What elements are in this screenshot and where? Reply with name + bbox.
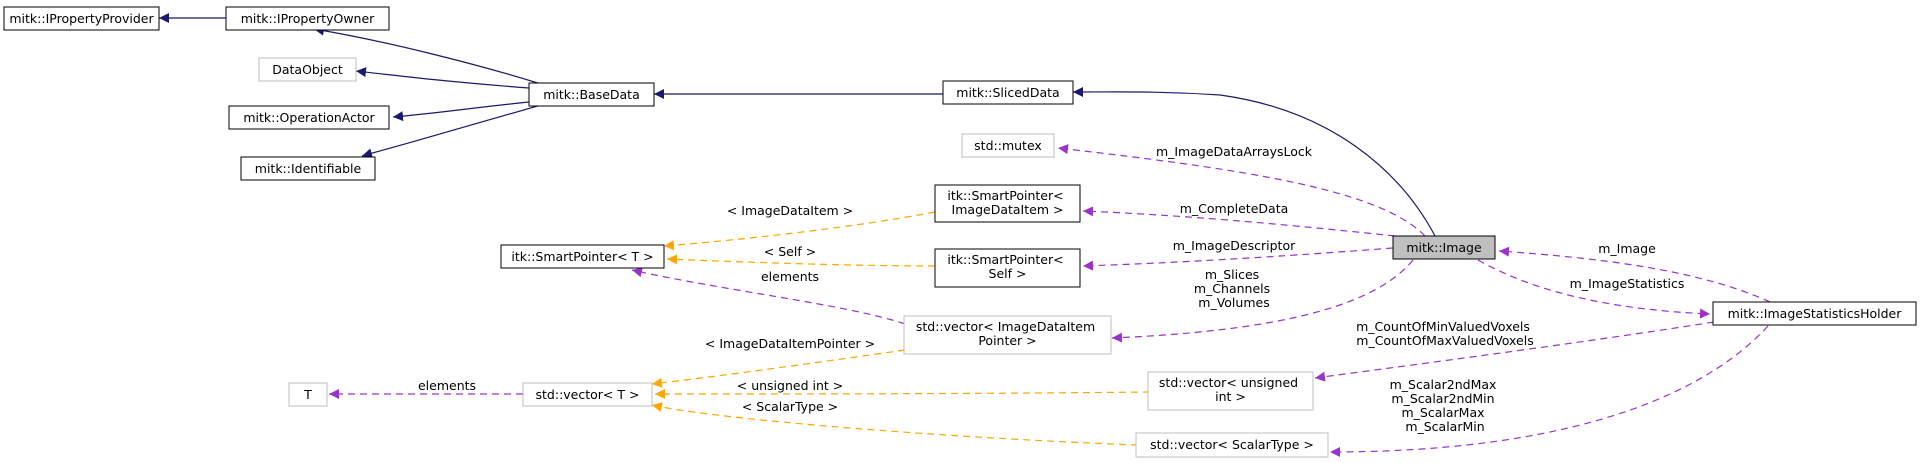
edge-label-tmpl-scalartype: < ScalarType > <box>742 399 838 414</box>
inherit-edge-image-sliceddata <box>1072 86 1436 237</box>
svg-text:itk::SmartPointer< Sel: itk::SmartPointer< Self > <box>947 252 1067 281</box>
node-vector-imagedataitempointer[interactable]: std::vector< ImageDataItem Pointer > <box>903 315 1112 355</box>
node-vector-unsigned-int[interactable]: std::vector< unsigned int > <box>1147 371 1314 411</box>
edge-label-tmpl-imagedataitem: < ImageDataItem > <box>727 203 853 218</box>
edge-labels: m_ImageDataArraysLock m_CompleteData m_I… <box>418 144 1684 434</box>
usage-edge-imagestatisticsholder-vector-unsigned-int <box>1314 321 1715 382</box>
usage-edge-image-sp-self <box>1082 247 1394 271</box>
edge-label-m-imagestatistics: m_ImageStatistics <box>1570 276 1685 291</box>
node-smartpointer-t[interactable]: itk::SmartPointer< T > <box>500 244 665 269</box>
edge-label-elements-t: elements <box>418 378 476 393</box>
usage-edge-image-mutex <box>1057 144 1426 237</box>
node-mutex[interactable]: std::mutex <box>961 133 1055 158</box>
node-vector-scalartype[interactable]: std::vector< ScalarType > <box>1135 432 1329 458</box>
node-ipropertyprovider[interactable]: mitk::IPropertyProvider <box>3 6 160 31</box>
svg-text:mitk::BaseData: mitk::BaseData <box>543 87 640 102</box>
node-image[interactable]: mitk::Image <box>1392 235 1496 260</box>
svg-text:std::vector< ImageDataItem: std::vector< ImageDataItem Pointer > <box>916 319 1099 348</box>
edges <box>159 13 1771 457</box>
node-smartpointer-imagedataitem[interactable]: itk::SmartPointer< ImageDataItem > <box>934 184 1081 223</box>
usage-edge-imagestatisticsholder-vector-scalartype <box>1329 325 1769 457</box>
edge-label-slices-channels-volumes: m_Slices m_Channels m_Volumes <box>1194 267 1274 310</box>
svg-text:mitk::ImageStatisticsHolder: mitk::ImageStatisticsHolder <box>1728 306 1903 321</box>
usage-edge-vector-imagedataitempointer-sp-t <box>631 267 906 325</box>
edge-label-m-imagedescriptor: m_ImageDescriptor <box>1173 238 1296 253</box>
svg-text:DataObject: DataObject <box>272 62 343 77</box>
edge-label-m-completedata: m_CompleteData <box>1180 201 1289 216</box>
node-imagestatisticsholder[interactable]: mitk::ImageStatisticsHolder <box>1712 301 1917 326</box>
usage-edge-imagestatisticsholder-image <box>1498 246 1771 303</box>
edge-label-m-imagedataarrayslock: m_ImageDataArraysLock <box>1156 144 1313 159</box>
svg-text:std::vector< ScalarType >: std::vector< ScalarType > <box>1150 437 1314 452</box>
node-basedata[interactable]: mitk::BaseData <box>528 82 655 107</box>
svg-text:mitk::IPropertyOwner: mitk::IPropertyOwner <box>241 11 375 26</box>
svg-text:mitk::Identifiable: mitk::Identifiable <box>255 161 362 176</box>
nodes: mitk::IPropertyProvider mitk::IPropertyO… <box>3 6 1917 458</box>
edge-label-elements-sp: elements <box>761 269 819 284</box>
node-dataobject[interactable]: DataObject <box>258 57 357 82</box>
svg-text:mitk::Image: mitk::Image <box>1406 240 1482 255</box>
usage-edge-image-sp-imagedataitem <box>1082 206 1396 237</box>
node-vector-t[interactable]: std::vector< T > <box>522 382 653 407</box>
inherit-edge-basedata-operationactor <box>392 101 530 122</box>
node-identifiable[interactable]: mitk::Identifiable <box>240 156 376 181</box>
template-edge-vector-unsigned-int-vector-t <box>654 388 1151 399</box>
svg-text:mitk::SlicedData: mitk::SlicedData <box>956 85 1059 100</box>
inherit-edge-basedata-ipropertyowner <box>313 25 542 85</box>
inherit-edge-basedata-dataobject <box>355 67 530 89</box>
node-operationactor[interactable]: mitk::OperationActor <box>228 105 390 130</box>
node-sliceddata[interactable]: mitk::SlicedData <box>942 80 1074 105</box>
svg-text:T: T <box>303 387 312 402</box>
template-edge-sp-self-sp-t <box>666 254 936 267</box>
svg-text:itk::SmartPointer< Ima: itk::SmartPointer< ImageDataItem > <box>947 188 1067 217</box>
node-smartpointer-self[interactable]: itk::SmartPointer< Self > <box>934 248 1081 288</box>
svg-text:std::vector< unsigned: std::vector< unsigned int > <box>1159 375 1302 404</box>
template-edge-vector-imagedataitempointer-vector-t <box>651 349 906 388</box>
node-t[interactable]: T <box>288 382 328 407</box>
edge-label-m-image: m_Image <box>1598 241 1656 256</box>
svg-text:std::mutex: std::mutex <box>974 138 1042 153</box>
template-edge-vector-scalartype-vector-t <box>651 402 1139 446</box>
svg-text:mitk::OperationActor: mitk::OperationActor <box>243 110 375 125</box>
edge-label-tmpl-imagedataitempointer: < ImageDataItemPointer > <box>705 336 875 351</box>
edge-label-tmpl-unsigned-int: < unsigned int > <box>737 378 843 393</box>
svg-text:std::vector< T >: std::vector< T > <box>536 387 640 402</box>
template-edge-sp-imagedataitem-sp-t <box>663 211 936 251</box>
edge-label-countof-voxels: m_CountOfMinValuedVoxels m_CountOfMaxVal… <box>1356 319 1534 348</box>
node-ipropertyowner[interactable]: mitk::IPropertyOwner <box>225 6 390 31</box>
inherit-edge-basedata-identifiable <box>361 104 542 159</box>
svg-text:mitk::IPropertyProvider: mitk::IPropertyProvider <box>9 11 154 26</box>
svg-text:itk::SmartPointer< T >: itk::SmartPointer< T > <box>511 249 653 264</box>
edge-label-scalar-values: m_Scalar2ndMax m_Scalar2ndMin m_ScalarMa… <box>1390 377 1501 434</box>
usage-edge-image-imagestatisticsholder <box>1477 259 1711 319</box>
edge-label-tmpl-self: < Self > <box>764 244 816 259</box>
